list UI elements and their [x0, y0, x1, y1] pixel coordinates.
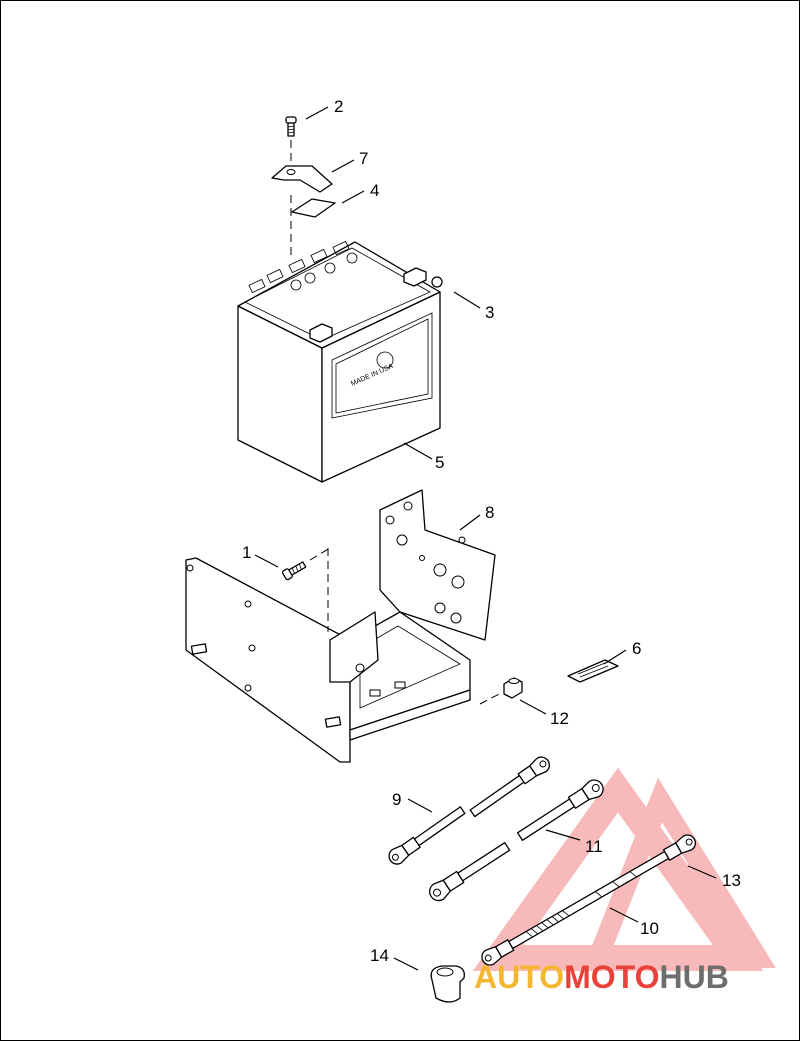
callout-13: 13 [722, 871, 741, 890]
callout-3: 3 [485, 303, 494, 322]
callout-labels: 1 2 3 4 5 6 7 8 9 10 11 12 13 14 [242, 97, 741, 965]
part-10-braided-cable [481, 834, 697, 966]
svg-text:AUTOMOTOHUB: AUTOMOTOHUB [474, 959, 729, 995]
watermark-wordmark: AUTOMOTOHUB [474, 959, 729, 995]
watermark-hub: HUB [659, 959, 728, 995]
part-2-screw [285, 116, 297, 165]
callout-11: 11 [585, 837, 603, 856]
callout-4: 4 [370, 181, 379, 200]
part-11-cable [429, 779, 604, 902]
part-14-terminal-cap [430, 965, 465, 1003]
callout-8: 8 [485, 503, 494, 522]
part-7-clip [271, 165, 333, 258]
callout-10: 10 [640, 919, 659, 938]
callout-9: 9 [392, 790, 401, 809]
callout-2: 2 [334, 97, 343, 116]
part-4-pad [291, 198, 336, 218]
watermark-auto: AUTO [474, 959, 564, 995]
watermark-moto: MOTO [564, 959, 659, 995]
part-8-battery-tray [185, 489, 496, 763]
callout-6: 6 [632, 639, 641, 658]
part-6-label [567, 659, 619, 683]
part-5-battery: MADE IN USA [237, 240, 443, 483]
callout-7: 7 [359, 149, 368, 168]
part-1-screw [281, 547, 331, 581]
part-9-cable [388, 756, 550, 865]
callout-14: 14 [370, 946, 389, 965]
callout-1: 1 [242, 543, 251, 562]
leader-lines [254, 106, 717, 971]
callout-12: 12 [550, 709, 569, 728]
part-12-spacer [479, 677, 523, 705]
callout-5: 5 [435, 453, 444, 472]
